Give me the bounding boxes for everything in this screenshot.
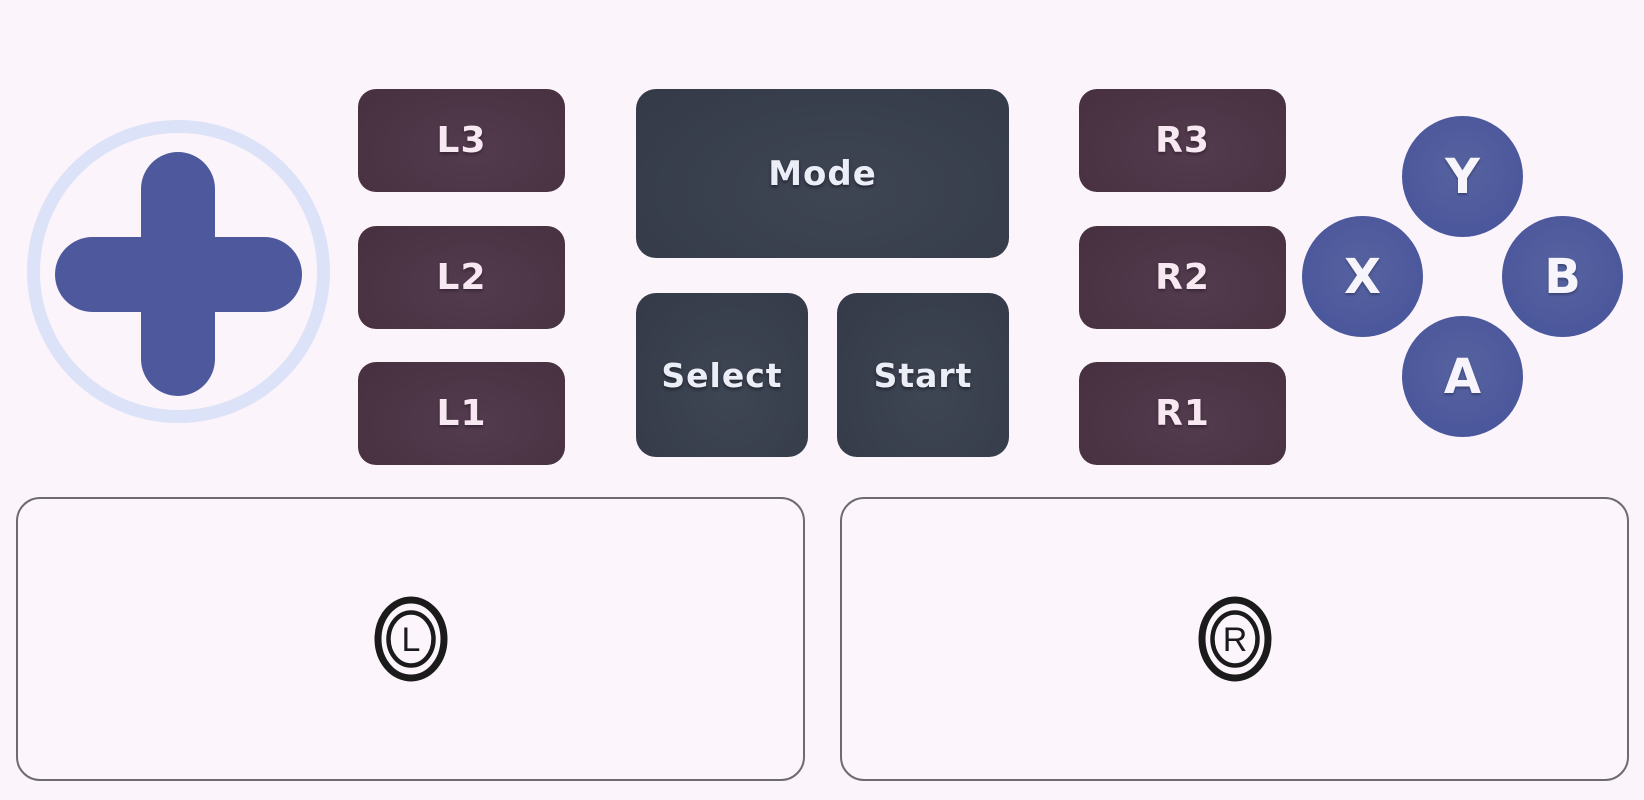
button-l2-label: L2 bbox=[436, 257, 487, 298]
right-stick-zone[interactable]: R bbox=[840, 497, 1629, 781]
button-y[interactable]: Y bbox=[1402, 116, 1523, 237]
button-l2[interactable]: L2 bbox=[358, 226, 565, 329]
button-select[interactable]: Select bbox=[636, 293, 808, 457]
circled-r-icon: R bbox=[1198, 596, 1271, 682]
button-r2[interactable]: R2 bbox=[1079, 226, 1286, 329]
button-b[interactable]: B bbox=[1502, 216, 1623, 337]
button-l3-label: L3 bbox=[436, 120, 487, 161]
button-r3-label: R3 bbox=[1155, 120, 1210, 161]
button-r1[interactable]: R1 bbox=[1079, 362, 1286, 465]
button-x-label: X bbox=[1343, 248, 1381, 305]
circled-l-icon: L bbox=[374, 596, 447, 682]
button-a[interactable]: A bbox=[1402, 316, 1523, 437]
button-l3[interactable]: L3 bbox=[358, 89, 565, 192]
button-x[interactable]: X bbox=[1302, 216, 1423, 337]
right-stick-letter: R bbox=[1222, 621, 1247, 659]
button-mode[interactable]: Mode bbox=[636, 89, 1009, 258]
button-a-label: A bbox=[1443, 348, 1482, 405]
button-y-label: Y bbox=[1445, 148, 1480, 205]
button-r1-label: R1 bbox=[1155, 393, 1210, 434]
button-r2-label: R2 bbox=[1155, 257, 1210, 298]
button-mode-label: Mode bbox=[768, 153, 877, 194]
left-stick-zone[interactable]: L bbox=[16, 497, 805, 781]
button-select-label: Select bbox=[661, 355, 783, 395]
button-start[interactable]: Start bbox=[837, 293, 1009, 457]
button-b-label: B bbox=[1544, 248, 1581, 305]
button-r3[interactable]: R3 bbox=[1079, 89, 1286, 192]
left-stick-letter: L bbox=[401, 621, 420, 659]
button-l1-label: L1 bbox=[436, 393, 487, 434]
button-start-label: Start bbox=[873, 355, 973, 395]
button-l1[interactable]: L1 bbox=[358, 362, 565, 465]
dpad-vertical-arm[interactable] bbox=[141, 152, 215, 396]
